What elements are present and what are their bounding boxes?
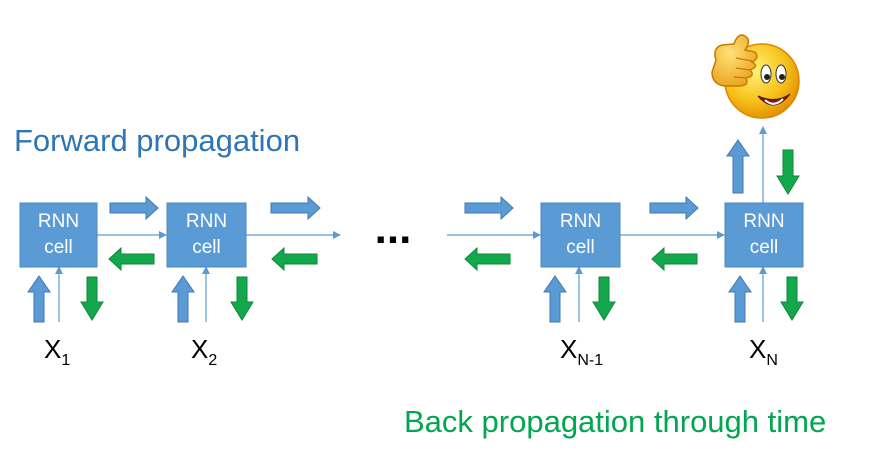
backward-arrow-left-icon [108,246,155,272]
svg-text:XN: XN [749,334,778,369]
output-arrow-up-icon [726,139,750,194]
input-arrow-up-icon [543,275,567,323]
rnn-cell-label: RNN [560,211,601,232]
input-label-main: X [560,334,577,364]
input-arrow-up-icon [27,275,51,323]
rnn-cell-box [19,202,98,268]
rnn-cell-n: RNN cell [724,202,804,268]
forward-propagation-title: Forward propagation [14,123,300,158]
rnn-cell-1: RNN cell [19,202,98,268]
rnn-cell-sublabel: cell [566,237,595,258]
input-label-subscript: 2 [208,352,217,369]
backward-arrow-left-icon [651,246,698,272]
forward-arrow-right-icon [464,195,514,221]
svg-text:XN-1: XN-1 [560,334,603,369]
input-arrow-up-icon [171,275,195,323]
backward-arrow-left-icon [271,246,318,272]
forward-arrows-vertical [27,139,752,323]
input-label-main: X [44,334,61,364]
rnn-cell-n-minus-1: RNN cell [540,202,621,268]
svg-text:X2: X2 [191,334,217,369]
forward-arrow-right-icon [649,195,699,221]
rnn-cell-2: RNN cell [166,202,247,268]
ellipsis: ... [375,204,412,253]
input-label-n-minus-1: XN-1 [560,334,603,369]
input-label-subscript: 1 [61,352,70,369]
rnn-cell-box [540,202,621,268]
rnn-cell-box [166,202,247,268]
input-label-1: X1 [44,334,70,369]
svg-text:X1: X1 [44,334,70,369]
input-label-main: X [191,334,208,364]
gradient-arrow-down-icon [592,276,616,321]
input-lines [55,126,767,322]
rnn-cell-label: RNN [38,211,79,232]
rnn-cell-box [724,202,804,268]
back-propagation-title: Back propagation through time [404,404,826,439]
gradient-arrow-down-icon [230,276,254,321]
rnn-cell-sublabel: cell [192,237,221,258]
gradient-arrow-down-icon [80,276,104,321]
input-label-subscript: N-1 [577,352,603,369]
rnn-cell-sublabel: cell [44,237,73,258]
input-arrow-up-icon [728,275,752,323]
input-label-subscript: N [766,352,778,369]
rnn-cell-label: RNN [186,211,227,232]
rnn-cell-label: RNN [743,211,784,232]
input-label-main: X [749,334,766,364]
backward-arrows-vertical [80,149,804,321]
forward-arrow-right-icon [109,195,159,221]
loss-gradient-arrow-down-icon [776,149,800,195]
thumb-hand-icon [711,34,758,87]
input-label-n: XN [749,334,778,369]
forward-arrow-right-icon [270,195,321,221]
rnn-cell-sublabel: cell [750,237,779,258]
input-label-2: X2 [191,334,217,369]
gradient-arrow-down-icon [780,276,804,321]
forward-arrows-horizontal [109,195,699,221]
thumbs-up-smiley-icon [711,34,800,119]
backward-arrows-horizontal [108,246,698,272]
backward-arrow-left-icon [464,246,511,272]
